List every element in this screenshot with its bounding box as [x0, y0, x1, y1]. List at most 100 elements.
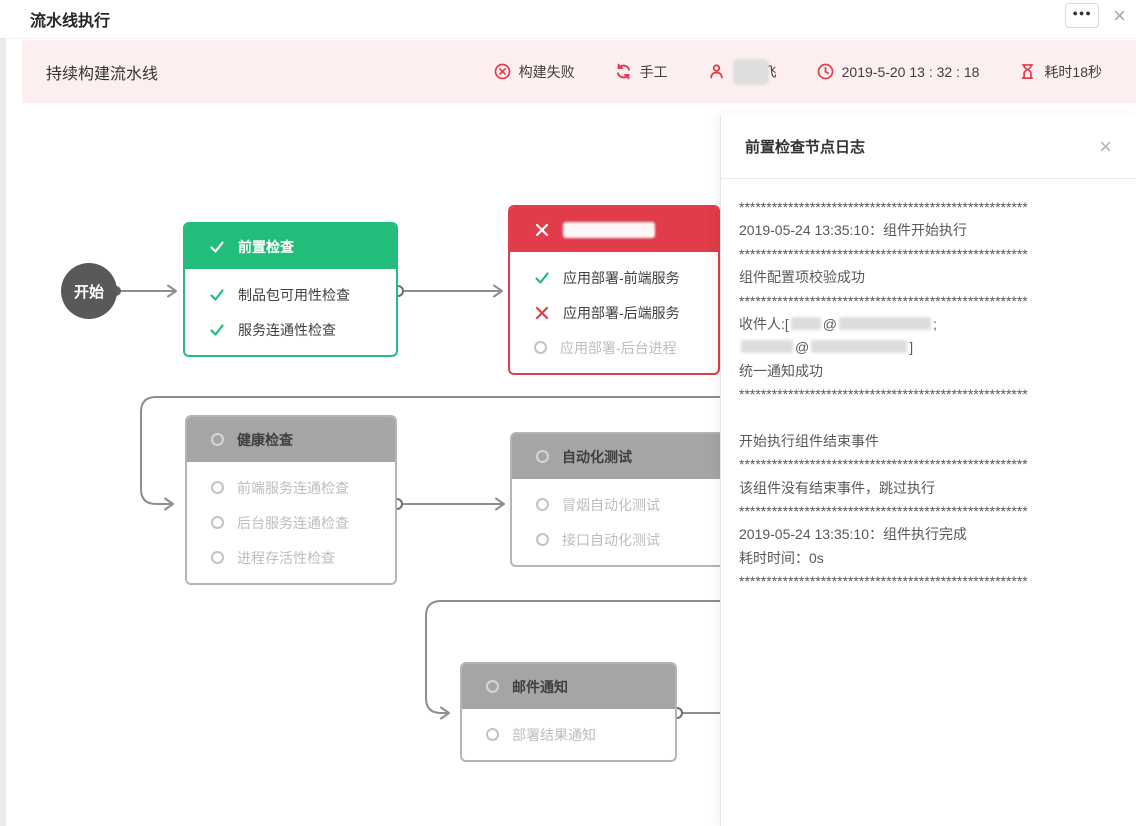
pipeline-name: 持续构建流水线 — [46, 65, 159, 83]
meta-label: 2019-5-20 13 : 32 : 18 — [841, 63, 980, 80]
meta-item: 龙飞 — [708, 58, 777, 85]
node-header[interactable]: 邮件通知 — [462, 664, 675, 709]
node-header[interactable] — [510, 207, 718, 252]
node-item[interactable]: 应用部署-后端服务 — [510, 295, 718, 330]
log-line: 收件人:[@; — [739, 315, 937, 332]
check-icon — [534, 270, 550, 286]
redacted-log-text — [811, 340, 908, 354]
log-panel-close-icon[interactable]: × — [1099, 133, 1112, 159]
circle-icon — [211, 551, 224, 564]
log-panel-title: 前置检查节点日志 — [745, 139, 866, 156]
node-item-label: 前端服务连通检查 — [237, 479, 349, 496]
log-line: ****************************************… — [739, 573, 1028, 590]
node-item-label: 接口自动化测试 — [562, 531, 660, 548]
log-line: 统一通知成功 — [739, 362, 823, 379]
more-button[interactable]: ●●● — [1065, 3, 1100, 28]
pipeline-meta: 构建失败 手工 龙飞 2019-5-20 13 : 32 : 18 耗时18秒 — [494, 58, 1102, 85]
pipeline-summary-bar: 持续构建流水线 构建失败 手工 龙飞 2019-5-20 13 : 32 : 18 耗时… — [22, 40, 1136, 103]
node-title: 邮件通知 — [512, 678, 568, 695]
node-header[interactable]: 前置检查 — [185, 224, 396, 269]
meta-label: 耗时18秒 — [1044, 63, 1102, 80]
node-title: 自动化测试 — [562, 448, 632, 465]
flow-node-mail[interactable]: 邮件通知部署结果通知 — [460, 662, 677, 762]
node-item-label: 应用部署-后端服务 — [563, 304, 680, 321]
start-node: 开始 — [61, 263, 117, 319]
log-panel-header: 前置检查节点日志 × — [721, 115, 1136, 179]
node-item[interactable]: 前端服务连通检查 — [187, 470, 395, 505]
log-line: 该组件没有结束事件，跳过执行 — [739, 479, 935, 496]
meta-label: 手工 — [639, 63, 668, 80]
flow-node-health[interactable]: 健康检查前端服务连通检查后台服务连通检查进程存活性检查 — [185, 415, 397, 585]
circle-icon — [486, 680, 499, 693]
log-line: 开始执行组件结束事件 — [739, 432, 879, 449]
log-line: 耗时时间：0s — [739, 549, 824, 566]
clock-icon — [817, 63, 834, 80]
meta-item: 构建失败 — [494, 62, 575, 82]
meta-label: 构建失败 — [518, 63, 575, 80]
log-line: ****************************************… — [739, 199, 1028, 215]
start-node-label: 开始 — [73, 283, 104, 301]
circle-icon — [536, 498, 549, 511]
node-header[interactable]: 自动化测试 — [512, 434, 724, 479]
flow-node-precheck[interactable]: 前置检查制品包可用性检查服务连通性检查 — [183, 222, 398, 357]
node-body: 前端服务连通检查后台服务连通检查进程存活性检查 — [187, 462, 395, 583]
titlebar-actions: ●●● × — [1065, 3, 1126, 28]
dialog-close-icon[interactable]: × — [1113, 2, 1126, 28]
check-icon — [209, 287, 225, 303]
log-panel: 前置检查节点日志 × *****************************… — [720, 115, 1136, 826]
node-item[interactable]: 接口自动化测试 — [512, 522, 724, 557]
title-bar: 流水线执行 ●●● × — [0, 0, 1136, 39]
node-body: 冒烟自动化测试接口自动化测试 — [512, 479, 724, 565]
page-title: 流水线执行 — [30, 13, 111, 30]
node-item[interactable]: 冒烟自动化测试 — [512, 487, 724, 522]
node-body: 部署结果通知 — [462, 709, 675, 760]
node-body: 制品包可用性检查服务连通性检查 — [185, 269, 396, 355]
node-item-label: 进程存活性检查 — [237, 549, 335, 566]
node-title: 健康检查 — [237, 431, 293, 448]
redacted-log-text — [790, 316, 821, 330]
node-body: 应用部署-前端服务应用部署-后端服务应用部署-后台进程 — [510, 252, 718, 373]
node-item[interactable]: 应用部署-后台进程 — [510, 330, 718, 365]
cross-icon — [534, 305, 550, 321]
check-icon — [209, 322, 225, 338]
node-title: 前置检查 — [238, 238, 294, 255]
log-line: ****************************************… — [739, 245, 1028, 262]
node-item-label: 冒烟自动化测试 — [562, 496, 660, 513]
circle-icon — [486, 728, 499, 741]
node-item[interactable]: 后台服务连通检查 — [187, 505, 395, 540]
node-item-label: 应用部署-前端服务 — [563, 269, 680, 286]
node-item[interactable]: 制品包可用性检查 — [185, 277, 396, 312]
circle-icon — [534, 341, 547, 354]
circle-icon — [211, 433, 224, 446]
log-line: ****************************************… — [739, 456, 1028, 473]
node-item[interactable]: 部署结果通知 — [462, 717, 675, 752]
log-line: @] — [739, 336, 1122, 359]
circle-icon — [211, 516, 224, 529]
node-item-label: 制品包可用性检查 — [238, 286, 350, 303]
hourglass-icon — [1019, 63, 1036, 80]
log-line: ****************************************… — [739, 386, 1028, 403]
log-content[interactable]: ****************************************… — [721, 179, 1136, 611]
node-item[interactable]: 服务连通性检查 — [185, 312, 396, 347]
log-line: 2019-05-24 13:35:10：组件开始执行 — [739, 222, 967, 239]
log-line: 组件配置项校验成功 — [739, 269, 865, 286]
error-circle-icon — [494, 63, 511, 80]
left-page-strip — [0, 38, 6, 826]
log-line: ****************************************… — [739, 503, 1028, 520]
meta-item: 耗时18秒 — [1019, 62, 1102, 82]
redacted-log-text — [839, 316, 931, 330]
node-item-label: 部署结果通知 — [512, 726, 596, 743]
node-item-label: 后台服务连通检查 — [237, 514, 349, 531]
log-line — [739, 407, 1122, 430]
log-line: 2019-05-24 13:35:10：组件执行完成 — [739, 526, 967, 543]
node-header[interactable]: 健康检查 — [187, 417, 395, 462]
node-item[interactable]: 进程存活性检查 — [187, 540, 395, 575]
log-line: ****************************************… — [739, 292, 1028, 309]
circle-icon — [536, 533, 549, 546]
node-item[interactable]: 应用部署-前端服务 — [510, 260, 718, 295]
flow-node-deploy[interactable]: 应用部署-前端服务应用部署-后端服务应用部署-后台进程 — [508, 205, 720, 375]
flow-node-autotest[interactable]: 自动化测试冒烟自动化测试接口自动化测试 — [510, 432, 726, 567]
check-icon — [209, 239, 225, 255]
node-item-label: 服务连通性检查 — [238, 321, 336, 338]
